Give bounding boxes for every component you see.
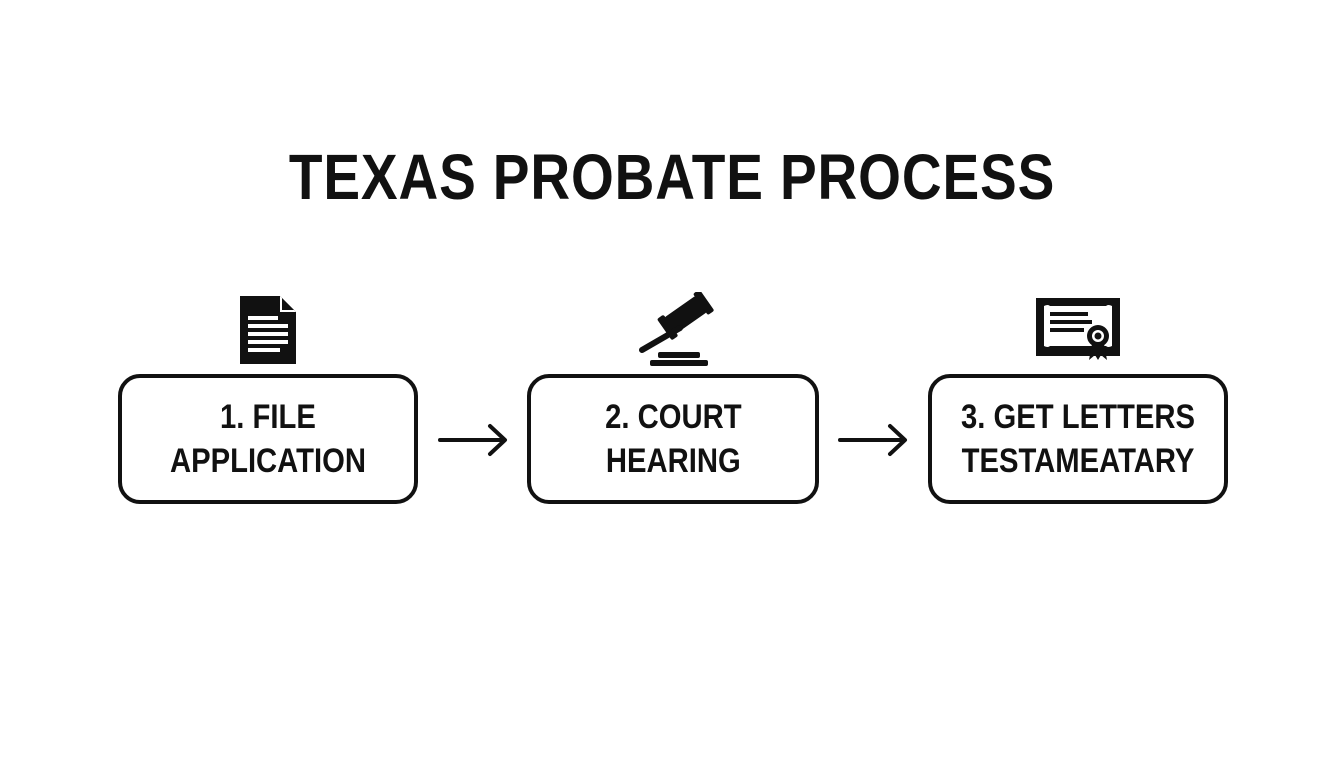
gavel-icon: [639, 292, 714, 366]
step-3-box: 3. GET LETTERS TESTAMEATARY: [928, 374, 1228, 504]
step-2-label: 2. COURT HEARING: [604, 398, 742, 480]
diagram-title: TEXAS PROBATE PROCESS: [288, 141, 1056, 213]
arrow-right-icon: [838, 424, 907, 456]
step-1-box: 1. FILE APPLICATION: [118, 374, 418, 504]
arrow-right-icon: [438, 424, 507, 456]
step-3-label: 3. GET LETTERS TESTAMEATARY: [961, 398, 1195, 480]
document-icon: [240, 296, 296, 364]
step-1-label: 1. FILE APPLICATION: [169, 398, 367, 480]
step-2-box: 2. COURT HEARING: [527, 374, 819, 504]
certificate-icon: [1036, 298, 1120, 360]
